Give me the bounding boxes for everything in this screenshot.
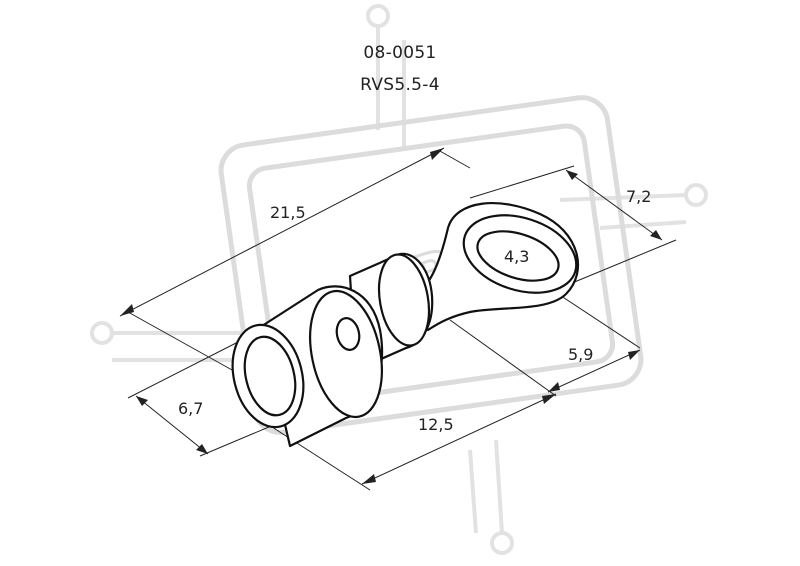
- sleeve-end-inner: [243, 335, 297, 417]
- model-label: RVS5.5-4: [360, 75, 440, 95]
- sleeve-collar: [309, 289, 383, 419]
- dim-stud-hole: 4,3: [504, 247, 529, 266]
- dim-sleeve-length: 12,5: [418, 415, 454, 434]
- dim-sleeve-diameter: 6,7: [178, 399, 203, 418]
- sleeve-collar-hole: [335, 317, 361, 351]
- dim-ring-outer-diameter: 7,2: [626, 187, 651, 206]
- ring-terminal: [231, 202, 580, 448]
- dim-overall-length: 21,5: [270, 203, 306, 222]
- neck-end: [377, 253, 431, 347]
- article-code: 08-0051: [363, 43, 436, 63]
- dim-ring-width: 5,9: [568, 345, 593, 364]
- ring-hole-inner: [476, 230, 560, 282]
- dimension-lines: [119, 147, 677, 491]
